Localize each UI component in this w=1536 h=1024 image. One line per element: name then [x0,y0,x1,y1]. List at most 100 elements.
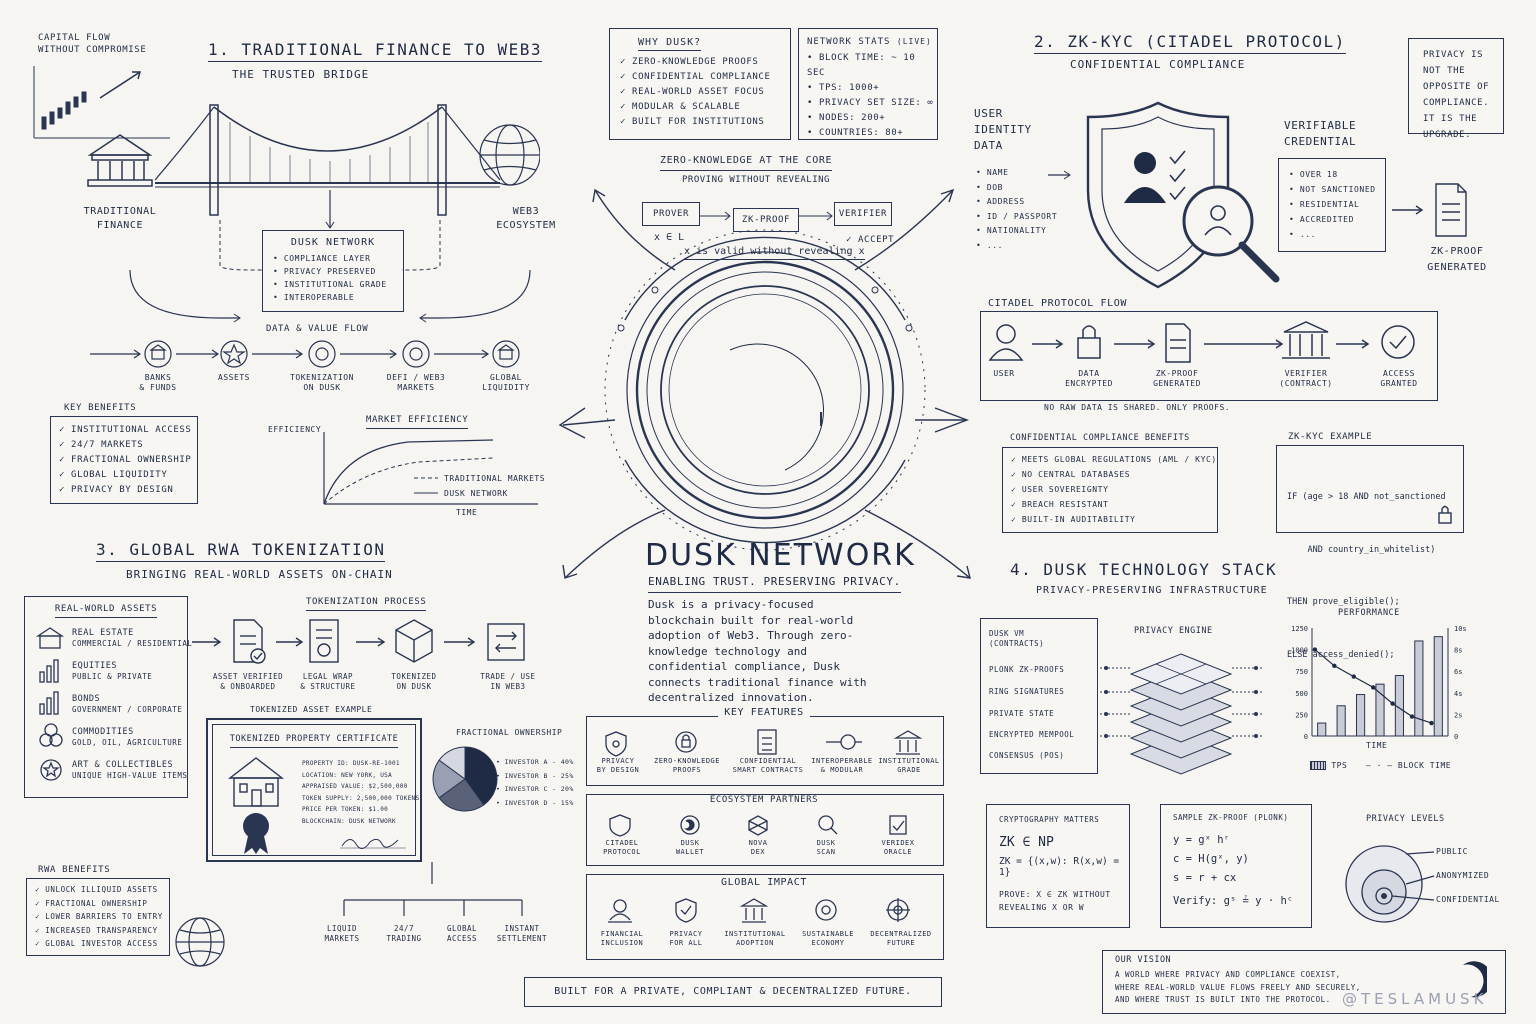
asset-name: Bonds [72,694,101,704]
proof-line: c = H(gˣ, y) [1173,852,1249,865]
y-tick-label: 0 [1304,733,1308,741]
code-line: ELSE access_denied(); [1287,649,1395,660]
y-tick-label: 250 [1295,711,1308,719]
level-anonymized: Anonymized [1436,871,1490,880]
flow-banks-funds: Banks & Funds [139,373,177,393]
dusk-box-title: Dusk Network [290,237,376,248]
asset-icons [36,627,65,781]
signature [340,838,406,849]
dusk-box-item: Interoperable [273,291,403,304]
section1-title: 1. Traditional Finance to Web3 [208,40,542,62]
impact-sustainable-economy: Sustainable economy [802,930,854,948]
dusk-box-connectors [219,190,441,271]
asset-sub: Commercial / Residential [72,639,193,649]
crypto-line3: Prove: x ∈ ZK without revealing x or w [999,889,1111,912]
user-identity-title: User Identity Data [974,107,1032,152]
x-in-l: x ∈ L [654,232,685,243]
bridge-illustration [87,104,540,216]
citadel-zk-generated: ZK-Proof Generated [1153,369,1201,389]
why-item: Real-world asset focus [620,85,790,100]
section2-subtitle: Confidential Compliance [1070,58,1246,71]
rwa-benefit-item: Unlock illiquid assets [35,883,169,897]
global-impact-title: Global Impact [720,877,808,888]
impact-decentralized-future: Decentralized future [870,930,932,948]
watermark: @TESLAMUSK [1342,990,1488,1008]
asset-name: Art & Collectibles [72,760,174,770]
ecosystem-partners-box [586,794,944,866]
citadel-data-encrypted: Data Encrypted [1065,369,1113,389]
zk-proof-generated-label: ZK-Proof Generated [1427,246,1487,273]
certificate-line: Appraised value: $2,500,000 [302,783,408,790]
feature-icons [605,729,923,757]
outcome-liquid-markets: Liquid markets [324,924,360,943]
zk-core-subtitle: Proving without revealing [682,175,830,185]
partner-citadel: Citadel Protocol [603,839,641,857]
cryptography-title: Cryptography Matters [999,815,1100,824]
feature-confidential-contracts: Confidential smart contracts [732,757,804,775]
tps-bar [1355,694,1366,737]
certificate-title: Tokenized Property Certificate [218,734,410,749]
crescent-moon-logo [729,343,824,471]
compliance-benefits-box: Meets global regulations (AML / KYC) No … [1002,447,1218,533]
identity-item: Nationality [976,224,1057,239]
stack-layer: Encrypted Mempool [989,730,1075,739]
asset-name: Real Estate [72,628,134,638]
footer-banner: Built for a private, compliant & decentr… [524,977,942,1007]
vision-line: A world where privacy and compliance coe… [1115,970,1341,980]
code-line: AND country_in_whitelist) [1287,544,1436,555]
stat-item: Privacy set size: ∞ [807,96,937,111]
partner-dusk-wallet: Dusk Wallet [675,839,705,857]
prover-box: Prover [642,202,700,226]
key-benefits-title: Key Benefits [64,403,137,413]
credential-item: Over 18 [1289,167,1385,182]
sample-proof-lines: y = gˣ hʳ c = H(gˣ, y) s = r + cx Verify… [1173,831,1311,911]
process-asset-verified: Asset verified & onboarded [212,672,284,691]
market-efficiency-chart [323,432,538,505]
rwa-title: Real-World Assets [25,603,187,619]
certificate-line: Property ID: DUSK-RE-1001 [302,760,400,767]
privacy-engine-label: Privacy Engine [1134,626,1213,636]
capital-line2: without compromise [38,45,147,56]
outcome-instant-settlement: Instant settlement [496,924,548,943]
candlestick-sketch [33,66,170,139]
identity-list: Name DOB Address ID / Passport Nationali… [976,166,1057,253]
stat-item: Block time: ~ 10 sec [807,51,937,81]
identity-item: Name [976,166,1057,181]
citadel-verifier: Verifier (Contract) [1279,369,1333,389]
block-time-point [1332,663,1337,668]
vision-line: where real-world value flows freely and … [1115,982,1361,992]
earth-globe-icon [175,917,225,967]
asset-sub: Unique high-value items [72,771,188,781]
why-dusk-box: Why Dusk? Zero-knowledge proofs Confiden… [609,28,791,140]
capital-flow-caption: Capital flow without compromise [38,32,146,56]
compliance-benefit-item: No central databases [1011,467,1217,482]
fractional-ownership-title: Fractional Ownership [456,728,563,737]
fractional-legend: • Investor A - 40% • Investor B - 25% • … [496,756,574,810]
stat-item: Countries: 80+ [807,126,937,141]
key-benefit-item: Institutional access [59,423,197,438]
stat-item: TPS: 1000+ [807,81,937,96]
dusk-box-list: Compliance layer Privacy preserved Insti… [273,252,403,304]
rwa-benefit-item: Increased transparency [35,924,169,938]
partner-veridex: Veridex Oracle [881,839,915,857]
performance-xlabel: Time [1366,741,1388,750]
citadel-note: No raw data is shared. Only proofs. [1044,403,1231,412]
zk-doc-icon [1392,183,1467,237]
tokenization-process-icons [192,619,525,664]
property-certificate: Tokenized Property Certificate Property … [206,718,422,862]
dusk-description: Dusk is a privacy-focused blockchain bui… [648,598,867,704]
citadel-access-granted: Access Granted [1380,369,1418,389]
flow-defi-markets: DeFi / Web3 Markets [386,373,446,393]
asset-sub: Government / Corporate [72,705,183,715]
network-stats-title: Network Stats (live) [807,37,932,47]
vision-line: and where trust is built into the protoc… [1115,995,1331,1005]
zk-core-title: Zero-Knowledge at the core [660,154,833,171]
zk-kyc-example-box: IF (age > 18 AND not_sanctioned AND coun… [1276,445,1464,660]
dusk-tagline: Enabling trust. Preserving privacy. [648,575,901,593]
data-value-flow-label: Data & Value Flow [266,324,369,334]
process-legal-wrap: Legal wrap & structure [300,672,356,691]
citadel-user: User [993,369,1015,378]
impact-financial-inclusion: Financial inclusion [600,930,644,948]
zk-kyc-example-title: ZK-KYC Example [1288,432,1373,442]
our-vision-box: Our Vision A world where privacy and com… [1102,950,1506,1014]
